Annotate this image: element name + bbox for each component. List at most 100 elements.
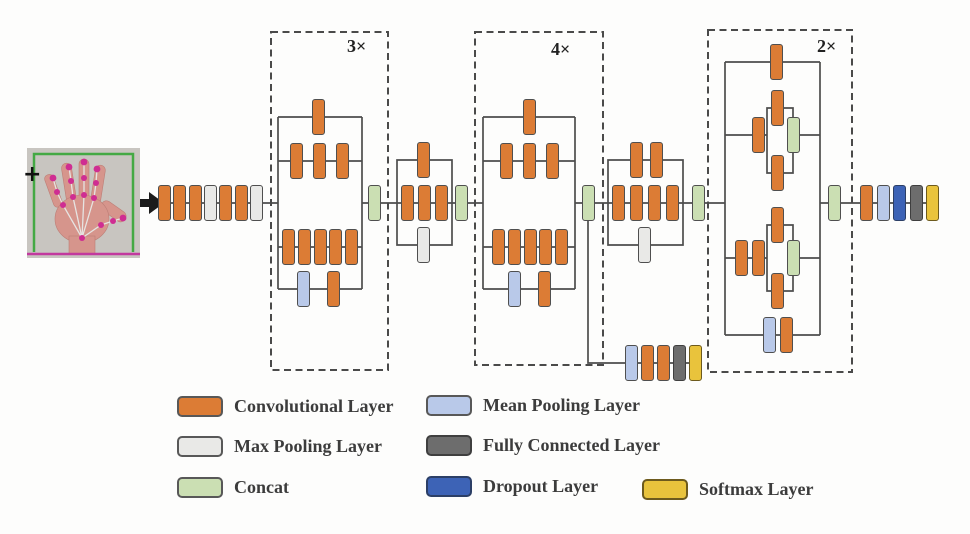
conv-layer-block — [327, 271, 340, 307]
legend-item-max-pooling: Max Pooling Layer — [177, 436, 382, 457]
conv-layer-block — [173, 185, 187, 221]
conv-layer-block — [312, 99, 325, 135]
conv-layer-block — [538, 271, 551, 307]
conv-layer-block — [666, 185, 679, 221]
concat-layer-block — [692, 185, 705, 221]
fc-layer-block — [673, 345, 686, 381]
conv-layer-block — [735, 240, 748, 276]
fully-connected-swatch — [426, 435, 472, 456]
conv-layer-block — [417, 142, 430, 178]
conv-layer-block — [546, 143, 559, 179]
flow-arrow — [139, 192, 164, 214]
conv-layer-block — [770, 44, 783, 80]
maxpool-layer-block — [638, 227, 651, 263]
conv-layer-block — [771, 155, 784, 191]
conv-layer-block — [771, 273, 784, 309]
legend-item-softmax: Softmax Layer — [642, 479, 813, 500]
softmax-layer-block — [926, 185, 939, 221]
conv-layer-block — [641, 345, 654, 381]
conv-layer-block — [313, 143, 326, 179]
conv-layer-block — [219, 185, 233, 221]
concat-layer-block — [787, 117, 800, 153]
conv-layer-block — [752, 117, 765, 153]
max-pooling-swatch — [177, 436, 223, 457]
conv-layer-block — [297, 229, 311, 265]
conv-layer-block — [630, 142, 643, 178]
legend-label: Fully Connected Layer — [483, 435, 660, 455]
legend-label: Mean Pooling Layer — [483, 395, 640, 415]
legend-label: Max Pooling Layer — [234, 436, 382, 456]
conv-layer-block — [507, 229, 521, 265]
legend-item-concat: Concat — [177, 477, 289, 498]
conv-layer-block — [313, 229, 327, 265]
softmax-layer-block — [689, 345, 702, 381]
conv-layer-block — [418, 185, 431, 221]
concat-swatch — [177, 477, 223, 498]
conv-layer-block — [523, 229, 537, 265]
meanpool-layer-block — [763, 317, 776, 353]
conv-layer-block — [329, 229, 343, 265]
conv-layer-block — [780, 317, 793, 353]
conv-layer-block — [771, 90, 784, 126]
maxpool-layer-block — [249, 185, 263, 221]
conv-layer-block — [435, 185, 448, 221]
legend-label: Softmax Layer — [699, 479, 814, 499]
conv-layer-block — [500, 143, 513, 179]
conv-layer-block — [401, 185, 414, 221]
repeat-box-3x-border — [270, 31, 389, 371]
conv-layer-block — [158, 185, 171, 221]
legend-item-convolutional: Convolutional Layer — [177, 396, 394, 417]
fc-layer-block — [909, 185, 923, 221]
concat-layer-block — [828, 185, 841, 221]
legend-item-dropout: Dropout Layer — [426, 476, 598, 497]
conv-layer-block — [539, 229, 553, 265]
conv-layer-block — [188, 185, 202, 221]
legend-item-mean-pooling: Mean Pooling Layer — [426, 395, 640, 416]
conv-layer-block — [492, 229, 505, 265]
meanpool-layer-block — [508, 271, 521, 307]
repeat-label-3x: 3× — [347, 36, 367, 56]
mean-pooling-swatch — [426, 395, 472, 416]
main-flow-lines — [160, 61, 936, 364]
conv-layer-block — [555, 229, 568, 265]
concat-layer-block — [582, 185, 595, 221]
meanpool-layer-block — [876, 185, 890, 221]
conv-layer-block — [282, 229, 295, 265]
concat-layer-block — [787, 240, 800, 276]
legend-label: Convolutional Layer — [234, 396, 394, 416]
conv-layer-block — [290, 143, 303, 179]
maxpool-layer-block — [203, 185, 217, 221]
hand-photo-graphic — [27, 148, 140, 258]
conv-layer-block — [630, 185, 643, 221]
softmax-swatch — [642, 479, 688, 500]
conv-layer-block — [234, 185, 248, 221]
bounding-box-green — [32, 152, 135, 252]
repeat-box-4x-border — [474, 31, 604, 366]
conv-layer-block — [860, 185, 873, 221]
repeat-box-2x-border — [707, 29, 853, 373]
meanpool-layer-block — [297, 271, 310, 307]
conv-layer-block — [771, 207, 784, 243]
conv-layer-block — [523, 99, 536, 135]
conv-layer-block — [523, 143, 536, 179]
maxpool-layer-block — [417, 227, 430, 263]
conv-layer-block — [650, 142, 663, 178]
legend-label: Dropout Layer — [483, 476, 599, 496]
concat-layer-block — [368, 185, 381, 221]
legend-label: Concat — [234, 477, 289, 497]
conv-layer-block — [345, 229, 358, 265]
meanpool-layer-block — [625, 345, 638, 381]
repeat-label-2x: 2× — [817, 36, 837, 56]
repeat-label-4x: 4× — [551, 39, 571, 59]
conv-layer-block — [336, 143, 349, 179]
conv-layer-block — [657, 345, 670, 381]
concat-layer-block — [455, 185, 468, 221]
conv-layer-block — [612, 185, 625, 221]
conv-layer-block — [648, 185, 661, 221]
crosshair-mark: + — [23, 162, 42, 187]
dropout-layer-block — [893, 185, 906, 221]
legend-item-fully-connected: Fully Connected Layer — [426, 435, 660, 456]
conv-layer-block — [752, 240, 765, 276]
conv-layer-swatch — [177, 396, 223, 417]
